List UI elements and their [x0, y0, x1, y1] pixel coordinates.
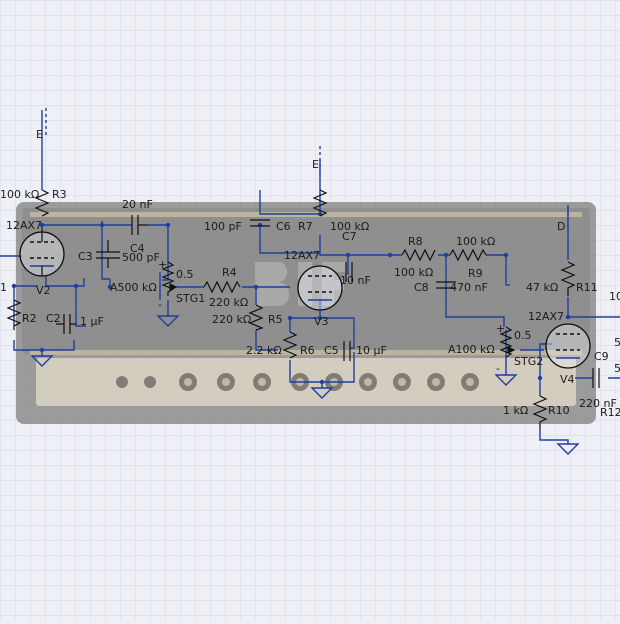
label-r8-value: 100 kΩ	[394, 266, 433, 279]
label-r4: R4	[222, 266, 237, 279]
label-c2: C2	[46, 312, 61, 325]
svg-text:+: +	[496, 322, 505, 335]
label-c6-value: 100 pF	[204, 220, 242, 233]
label-left-1: 1	[0, 281, 7, 294]
label-v4-type: 12AX7	[528, 310, 564, 323]
label-c3: C3	[78, 250, 93, 263]
label-r11-value: 47 kΩ	[526, 281, 558, 294]
label-v3-type: 12AX7	[284, 249, 320, 262]
resistor-r11	[560, 261, 576, 296]
label-r6-value: 2.2 kΩ	[246, 344, 282, 357]
label-c6: C6	[276, 220, 291, 233]
label-r10: R10	[548, 404, 570, 417]
label-c4-value: 20 nF	[122, 198, 153, 211]
cap-c6	[250, 219, 270, 227]
resistor-r3	[34, 189, 50, 217]
cap-c7	[345, 262, 353, 282]
label-stg1: STG1	[176, 292, 205, 305]
label-r2: R2	[22, 312, 37, 325]
label-v2-type: 12AX7	[6, 219, 42, 232]
label-c4-value2: 500 pF	[122, 251, 160, 264]
label-c10-value: 220 nF	[579, 397, 617, 410]
label-edge-10: 10	[609, 290, 620, 303]
label-edge-5a: 5	[614, 336, 620, 349]
label-c5-value: 10 µF	[356, 344, 387, 357]
label-c5: C5	[324, 344, 339, 357]
tube-v2	[19, 229, 65, 277]
cap-c5	[343, 341, 351, 361]
label-c2-value: 1 µF	[80, 315, 104, 328]
ground-symbols	[30, 300, 580, 455]
label-r3: R3	[52, 188, 67, 201]
label-stg1-value: A500 kΩ	[110, 281, 157, 294]
labels: E 100 kΩ R3 12AX7 V2 20 nF C3 C4 500 pF …	[0, 128, 620, 419]
label-v4: V4	[560, 373, 575, 386]
cap-c2	[56, 314, 76, 334]
cap-c8	[436, 281, 456, 289]
label-v2: V2	[36, 284, 51, 297]
resistors	[6, 189, 576, 430]
label-v3: V3	[314, 315, 329, 328]
label-r10-value: 1 kΩ	[503, 404, 528, 417]
tube-v3	[297, 265, 343, 311]
label-r7: R7	[298, 220, 313, 233]
label-c4: C4	[130, 242, 145, 255]
label-r9: R9	[468, 267, 483, 280]
label-c7: C7	[342, 230, 357, 243]
cap-c9	[592, 368, 600, 388]
resistor-r8	[401, 248, 436, 262]
label-c8-value: 470 nF	[450, 281, 488, 294]
label-stg2-value: A100 kΩ	[448, 343, 495, 356]
label-c8: C8	[414, 281, 429, 294]
label-r5-value: 220 kΩ	[212, 313, 251, 326]
potentiometers	[161, 261, 516, 358]
tube-v4	[545, 323, 591, 369]
resistor-r10	[532, 395, 548, 430]
label-stg2: STG2	[514, 355, 543, 368]
capacitors	[56, 215, 600, 388]
ground-icon	[494, 370, 518, 386]
label-e1: E	[36, 128, 43, 141]
resistor-r9	[449, 248, 487, 262]
label-r11: R11	[576, 281, 598, 294]
ground-icon	[556, 443, 580, 455]
label-c9: C9	[594, 350, 609, 363]
label-r4-value: 220 kΩ	[209, 296, 248, 309]
wires	[0, 110, 620, 444]
amp-head-photo	[16, 202, 596, 424]
pot-stg1	[161, 261, 175, 296]
cap-c3	[96, 240, 120, 268]
resistor-r4	[203, 280, 241, 294]
svg-text:-: -	[158, 298, 162, 311]
resistor-r5	[248, 304, 264, 331]
label-d: D	[557, 220, 565, 233]
junction-dots	[11, 211, 571, 385]
resistor-r7	[312, 189, 328, 217]
label-stg2-half: 0.5	[514, 329, 532, 342]
ground-icon	[310, 387, 334, 399]
label-stg1-half: 0.5	[176, 268, 194, 281]
label-r6: R6	[300, 344, 315, 357]
pot-polarity-marks: + - + -	[158, 258, 505, 375]
ground-icon	[30, 355, 54, 367]
resistor-r2	[6, 299, 22, 330]
supply-taps	[45, 108, 569, 228]
label-r8: R8	[408, 235, 423, 248]
svg-text:-: -	[496, 362, 500, 375]
label-r7-value: 100 kΩ	[330, 220, 369, 233]
svg-text:+: +	[158, 258, 167, 271]
label-c7-value: 10 nF	[340, 274, 371, 287]
label-r5: R5	[268, 313, 283, 326]
cap-c4	[131, 215, 148, 235]
label-r3-value: 100 kΩ	[0, 188, 39, 201]
label-r12: R12	[600, 406, 620, 419]
label-edge-5b: 5	[614, 362, 620, 375]
label-e2: E	[312, 158, 319, 171]
ground-icon	[156, 300, 180, 327]
resistor-r6	[282, 331, 298, 359]
label-r9-value: 100 kΩ	[456, 235, 495, 248]
